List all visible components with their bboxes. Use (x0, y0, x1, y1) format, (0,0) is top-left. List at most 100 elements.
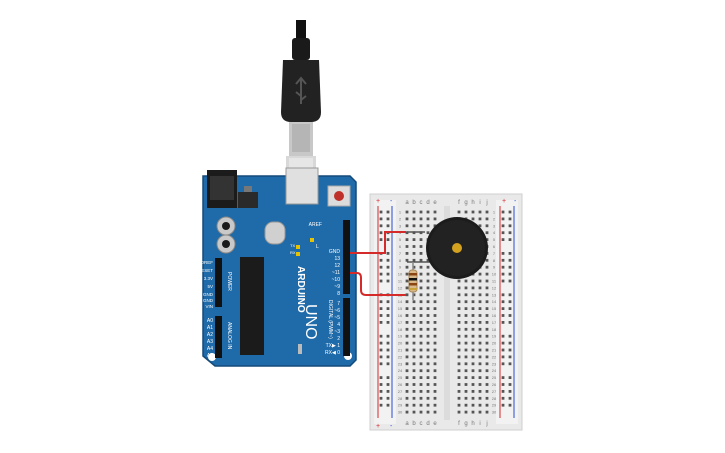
breadboard-hole[interactable] (485, 383, 489, 386)
breadboard-hole[interactable] (426, 348, 430, 352)
breadboard-hole[interactable] (471, 210, 475, 214)
breadboard-hole[interactable] (464, 355, 468, 359)
breadboard-hole[interactable] (412, 369, 416, 373)
breadboard-hole[interactable] (433, 396, 437, 400)
breadboard-hole[interactable] (419, 355, 423, 359)
breadboard-hole[interactable] (485, 231, 489, 235)
breadboard-hole[interactable] (426, 334, 430, 338)
breadboard-hole[interactable] (405, 265, 409, 269)
breadboard-hole[interactable] (426, 300, 430, 304)
breadboard-hole[interactable] (478, 286, 482, 290)
breadboard-hole[interactable] (471, 327, 475, 331)
breadboard-hole[interactable] (433, 286, 437, 290)
breadboard-hole[interactable] (478, 321, 482, 324)
breadboard-hole[interactable] (426, 307, 430, 310)
breadboard-hole[interactable] (501, 272, 505, 276)
breadboard-hole[interactable] (419, 390, 423, 393)
breadboard-hole[interactable] (405, 293, 409, 297)
breadboard-hole[interactable] (501, 252, 505, 255)
breadboard-hole[interactable] (464, 376, 468, 379)
breadboard-hole[interactable] (433, 224, 437, 228)
breadboard-hole[interactable] (485, 300, 489, 304)
breadboard-hole[interactable] (386, 265, 390, 269)
breadboard-hole[interactable] (464, 300, 468, 304)
breadboard-hole[interactable] (412, 210, 416, 214)
breadboard-hole[interactable] (485, 265, 489, 269)
arduino-uno-board[interactable]: AREF GND 13 12 ~11 ~10 ~9 8 7 ~6 ~5 4 ~3… (198, 167, 357, 367)
breadboard-hole[interactable] (471, 293, 475, 297)
breadboard-hole[interactable] (501, 362, 505, 366)
breadboard-hole[interactable] (412, 355, 416, 359)
breadboard-hole[interactable] (478, 272, 482, 276)
breadboard-hole[interactable] (478, 314, 482, 317)
breadboard-hole[interactable] (508, 403, 512, 407)
breadboard-hole[interactable] (485, 286, 489, 290)
breadboard-hole[interactable] (478, 390, 482, 393)
breadboard-hole[interactable] (485, 217, 489, 221)
breadboard-hole[interactable] (457, 403, 461, 407)
breadboard-hole[interactable] (412, 265, 416, 269)
breadboard-hole[interactable] (412, 258, 416, 262)
breadboard-hole[interactable] (471, 300, 475, 304)
breadboard-hole[interactable] (419, 321, 423, 324)
breadboard-hole[interactable] (426, 210, 430, 214)
breadboard-hole[interactable] (478, 403, 482, 407)
breadboard-hole[interactable] (412, 314, 416, 317)
breadboard-hole[interactable] (419, 403, 423, 407)
breadboard-hole[interactable] (508, 314, 512, 317)
breadboard-hole[interactable] (471, 369, 475, 373)
breadboard-hole[interactable] (386, 362, 390, 366)
breadboard-hole[interactable] (379, 321, 383, 324)
breadboard-hole[interactable] (471, 396, 475, 400)
breadboard-hole[interactable] (405, 279, 409, 283)
breadboard-hole[interactable] (419, 307, 423, 310)
breadboard-hole[interactable] (433, 383, 437, 386)
breadboard-hole[interactable] (426, 258, 430, 262)
breadboard-hole[interactable] (471, 355, 475, 359)
breadboard-hole[interactable] (501, 348, 505, 352)
breadboard-hole[interactable] (508, 210, 512, 214)
breadboard-hole[interactable] (426, 383, 430, 386)
breadboard-hole[interactable] (433, 376, 437, 379)
breadboard-hole[interactable] (412, 300, 416, 304)
breadboard-hole[interactable] (419, 327, 423, 331)
breadboard-hole[interactable] (485, 210, 489, 214)
breadboard-hole[interactable] (485, 314, 489, 317)
breadboard-hole[interactable] (386, 355, 390, 359)
breadboard-hole[interactable] (405, 396, 409, 400)
breadboard-hole[interactable] (379, 383, 383, 386)
breadboard-hole[interactable] (508, 307, 512, 310)
breadboard-hole[interactable] (457, 279, 461, 283)
breadboard-hole[interactable] (419, 210, 423, 214)
breadboard-hole[interactable] (405, 410, 409, 414)
breadboard-hole[interactable] (426, 265, 430, 269)
breadboard-hole[interactable] (405, 258, 409, 262)
breadboard-hole[interactable] (508, 231, 512, 235)
breadboard-hole[interactable] (485, 279, 489, 283)
breadboard-hole[interactable] (485, 272, 489, 276)
breadboard-hole[interactable] (464, 341, 468, 345)
breadboard-hole[interactable] (386, 238, 390, 241)
breadboard-hole[interactable] (464, 403, 468, 407)
breadboard-hole[interactable] (386, 272, 390, 276)
breadboard-hole[interactable] (386, 314, 390, 317)
breadboard-hole[interactable] (386, 279, 390, 283)
breadboard-hole[interactable] (379, 390, 383, 393)
breadboard-hole[interactable] (419, 217, 423, 221)
breadboard-hole[interactable] (386, 300, 390, 304)
breadboard-hole[interactable] (412, 383, 416, 386)
breadboard-hole[interactable] (478, 327, 482, 331)
breadboard-hole[interactable] (501, 390, 505, 393)
breadboard-hole[interactable] (386, 224, 390, 228)
breadboard-hole[interactable] (426, 286, 430, 290)
breadboard-hole[interactable] (485, 348, 489, 352)
breadboard-hole[interactable] (501, 341, 505, 345)
breadboard-hole[interactable] (457, 376, 461, 379)
breadboard-hole[interactable] (433, 355, 437, 359)
breadboard-hole[interactable] (379, 355, 383, 359)
breadboard-hole[interactable] (379, 341, 383, 345)
breadboard-hole[interactable] (386, 376, 390, 379)
breadboard-hole[interactable] (464, 369, 468, 373)
breadboard-hole[interactable] (405, 217, 409, 221)
breadboard-hole[interactable] (433, 390, 437, 393)
